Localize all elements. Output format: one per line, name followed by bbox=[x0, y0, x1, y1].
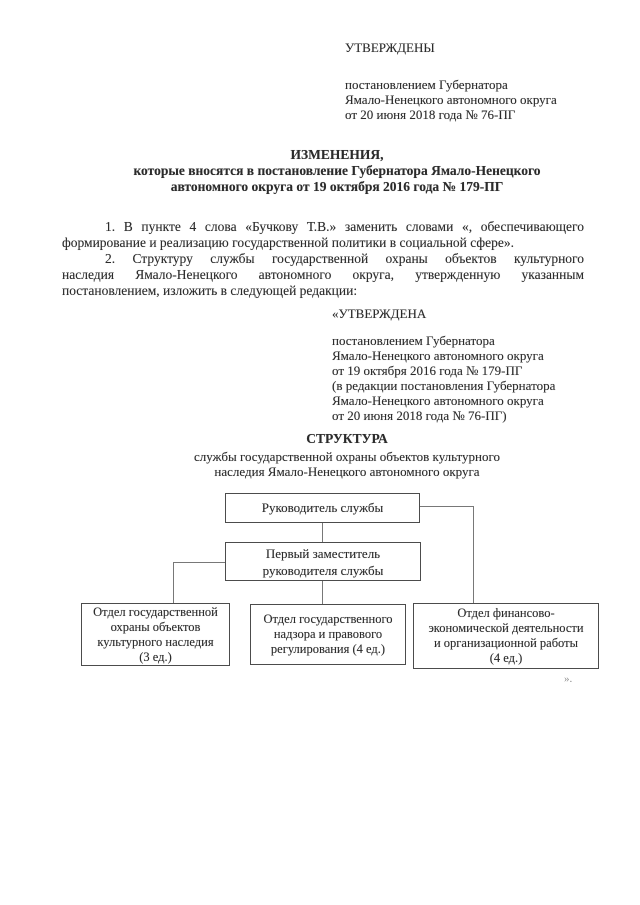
paragraph-item-2: 2. Структуру службы государственной охра… bbox=[62, 251, 584, 298]
connector-deputy-to-dept2 bbox=[322, 581, 323, 604]
connector-root-to-dept3-vertical bbox=[473, 506, 474, 603]
body-paragraphs: 1. В пункте 4 слова «Бучкову Т.В.» замен… bbox=[62, 219, 584, 299]
connector-deputy-to-dept1-vertical bbox=[173, 562, 174, 603]
changes-heading-subtitle: которые вносятся в постановление Губерна… bbox=[133, 163, 541, 194]
connector-deputy-to-dept1-horizontal bbox=[173, 562, 225, 563]
connector-root-to-dept3-horizontal bbox=[420, 506, 473, 507]
structure-heading-title: СТРУКТУРА bbox=[306, 431, 388, 446]
changes-heading: ИЗМЕНЕНИЯ, которые вносятся в постановле… bbox=[62, 147, 612, 194]
org-box-dept-finance-org-label: Отдел финансово-экономической деятельнос… bbox=[428, 606, 584, 665]
approval-top-title: УТВЕРЖДЕНЫ bbox=[345, 40, 435, 55]
approval-inner-title: «УТВЕРЖДЕНА bbox=[332, 306, 427, 321]
changes-heading-title: ИЗМЕНЕНИЯ, bbox=[290, 147, 384, 162]
org-box-service-head: Руководитель службы bbox=[225, 493, 420, 523]
org-box-service-head-label: Руководитель службы bbox=[261, 500, 384, 515]
closing-quote-mark: ». bbox=[564, 673, 573, 685]
org-box-dept-finance-org: Отдел финансово-экономической деятельнос… bbox=[413, 603, 599, 669]
structure-heading-subtitle: службы государственной охраны объектов к… bbox=[193, 449, 501, 479]
paragraph-item-1: 1. В пункте 4 слова «Бучкову Т.В.» замен… bbox=[62, 219, 584, 250]
structure-heading: СТРУКТУРА службы государственной охраны … bbox=[100, 431, 594, 479]
connector-root-to-deputy bbox=[322, 523, 323, 542]
